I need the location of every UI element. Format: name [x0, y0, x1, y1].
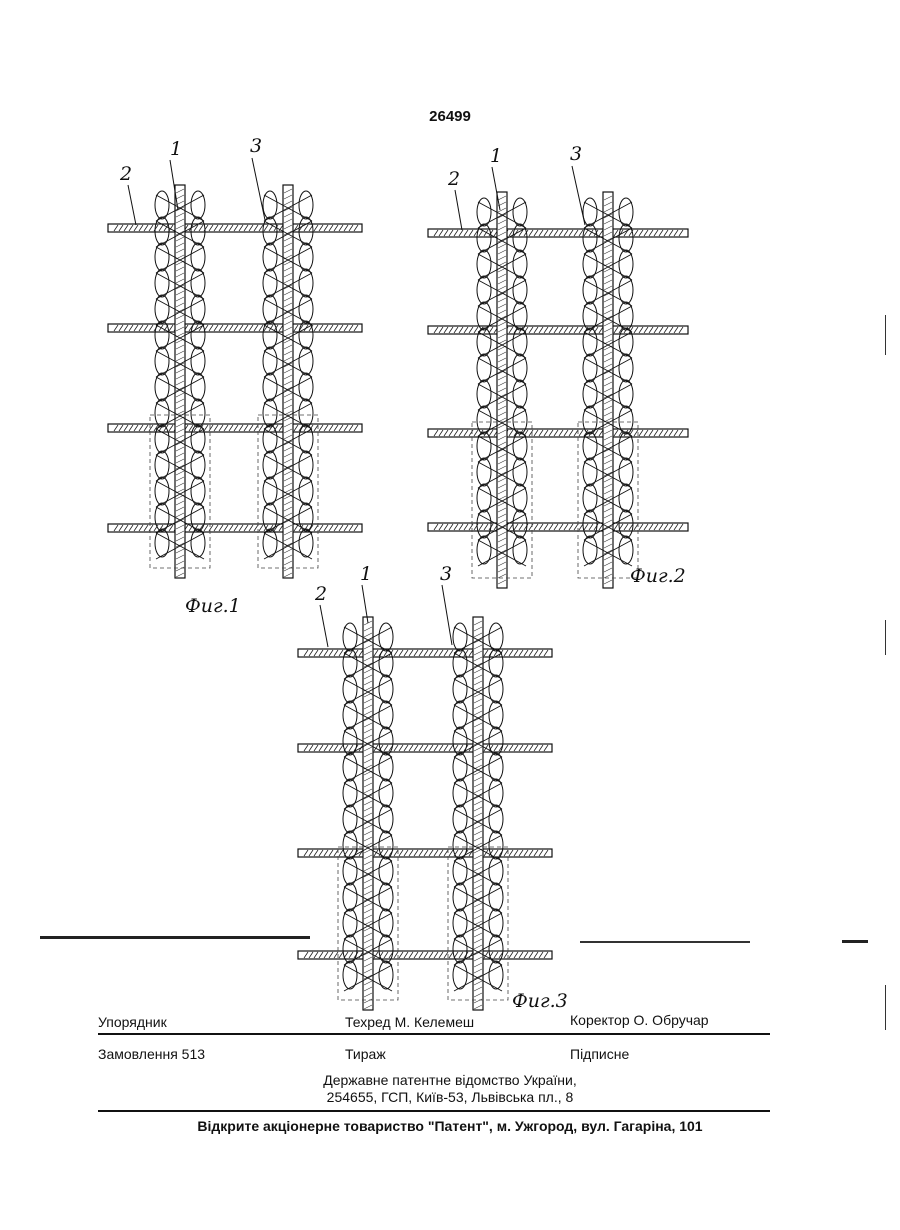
scan-mark-right — [842, 940, 868, 943]
figure-1-caption: Фиг.1 — [185, 595, 241, 617]
fig1-knit-chains — [150, 185, 318, 578]
fig1-label-2: 2 — [119, 163, 132, 185]
fig3-horizontal-rods — [298, 649, 552, 959]
footer-compiler: Упорядник — [98, 1014, 167, 1030]
fig2-label-1: 1 — [490, 145, 502, 167]
fig2-label-2: 2 — [447, 168, 460, 190]
fig2-label-3: 3 — [570, 143, 582, 165]
scan-line-right — [580, 941, 750, 943]
footer-circulation: Тираж — [345, 1046, 386, 1062]
footer-publisher: Відкрите акціонерне товариство "Патент",… — [0, 1118, 900, 1134]
scan-line-left — [40, 936, 310, 939]
figure-2-caption: Фиг.2 — [630, 565, 686, 587]
page-number: 26499 — [0, 108, 900, 125]
footer-order: Замовлення 513 — [98, 1046, 205, 1062]
figure-3-caption: Фиг.3 — [512, 990, 568, 1012]
fig1-horizontal-rods — [108, 224, 362, 532]
fig3-label-1: 1 — [360, 563, 372, 585]
margin-mark — [885, 620, 886, 655]
footer-office-line1: Державне патентне відомство України, — [0, 1072, 900, 1088]
figure-2-drawing: 2 1 3 Фиг.2 — [420, 130, 710, 600]
margin-mark — [885, 315, 886, 355]
fig2-horizontal-rods — [428, 229, 688, 531]
footer-techred: Техред М. Келемеш — [345, 1014, 474, 1030]
footer-rule-bottom — [98, 1110, 770, 1112]
figure-3-drawing: 2 1 3 Фиг.3 — [290, 555, 580, 1015]
footer-corrector: Коректор О. Обручар — [570, 1012, 709, 1028]
footer-office-line2: 254655, ГСП, Київ-53, Львівська пл., 8 — [0, 1089, 900, 1105]
footer-subscription: Підписне — [570, 1046, 629, 1062]
fig1-label-3: 3 — [250, 135, 262, 157]
fig1-label-1: 1 — [170, 138, 182, 160]
margin-mark — [885, 985, 886, 1030]
fig3-label-3: 3 — [440, 563, 452, 585]
fig3-label-2: 2 — [314, 583, 327, 605]
footer-rule-top — [98, 1033, 770, 1035]
